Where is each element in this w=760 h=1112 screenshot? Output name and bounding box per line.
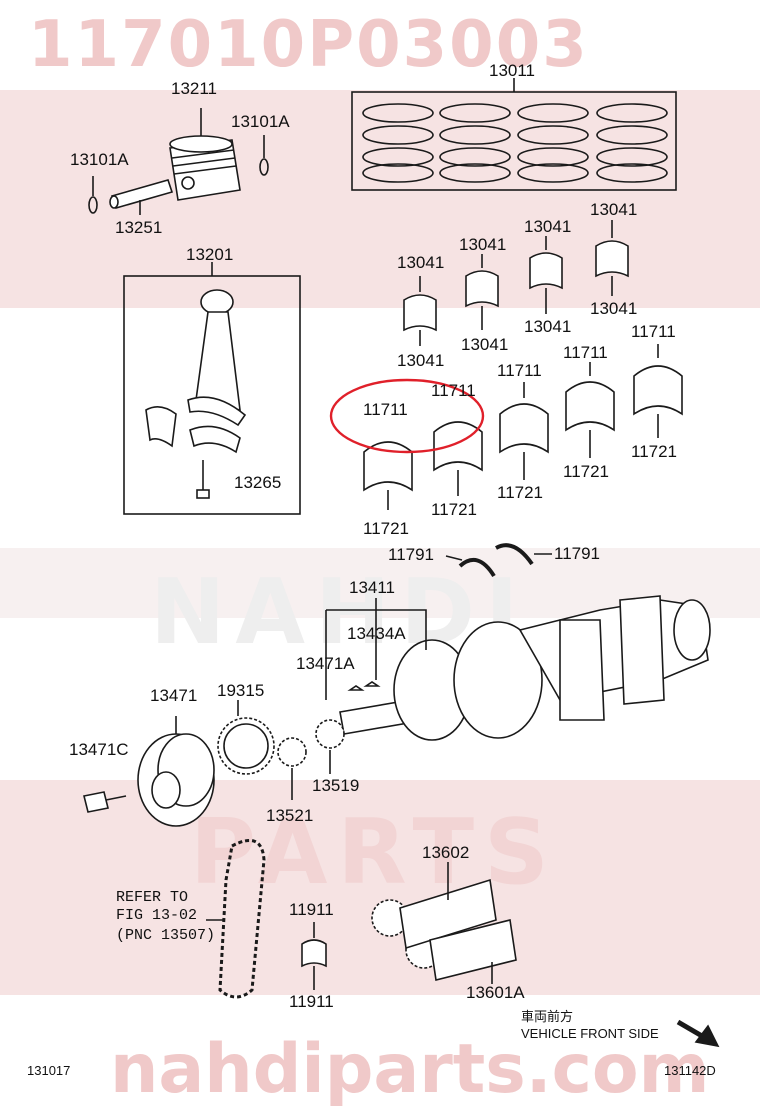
balance-shaft-bearing-drawing <box>301 922 327 990</box>
refer-note-line1: REFER TO <box>116 889 189 906</box>
diagram-code-right: 131142D <box>664 1063 716 1078</box>
label-11711-d[interactable]: 11711 <box>431 381 476 400</box>
refer-note-line3: (PNC 13507) <box>116 927 216 944</box>
label-11721-b[interactable]: 11721 <box>563 462 610 481</box>
label-13521[interactable]: 13521 <box>266 806 314 825</box>
label-11721-a[interactable]: 11721 <box>631 442 678 461</box>
highlight-ellipse <box>329 378 485 454</box>
refer-note-line2[interactable]: FIG 13-02 <box>116 907 198 924</box>
label-11791-left[interactable]: 11791 <box>388 545 435 564</box>
label-13211[interactable]: 13211 <box>171 79 218 98</box>
watermark-band-bottom <box>0 780 760 995</box>
connecting-rod-drawing <box>145 289 247 499</box>
label-13041-c[interactable]: 13041 <box>459 235 507 254</box>
label-13519[interactable]: 13519 <box>312 776 360 795</box>
label-13041-g[interactable]: 13041 <box>461 335 509 354</box>
label-13471A[interactable]: 13471A <box>296 654 355 673</box>
label-11721-d[interactable]: 11721 <box>431 500 478 519</box>
crankshaft-drawing <box>339 595 711 741</box>
label-11721-c[interactable]: 11721 <box>497 483 544 502</box>
snap-rings-drawing <box>88 135 269 214</box>
main-bearings-drawing <box>363 344 683 510</box>
piston-rings-drawing <box>362 103 668 183</box>
label-11711-c[interactable]: 11711 <box>497 361 542 380</box>
piston-drawing <box>169 108 241 201</box>
label-11721-e[interactable]: 11721 <box>363 519 410 538</box>
label-11911-bottom[interactable]: 11911 <box>289 992 334 1011</box>
label-13471[interactable]: 13471 <box>150 686 198 705</box>
label-13601A[interactable]: 13601A <box>466 983 525 1002</box>
label-13041-a[interactable]: 13041 <box>590 200 638 219</box>
direction-label-jp: 車両前方 <box>521 1009 574 1024</box>
watermark-site: nahdiparts.com <box>110 1030 710 1109</box>
label-13041-b[interactable]: 13041 <box>524 217 572 236</box>
pulley-bolt-drawing <box>83 791 127 813</box>
label-13434A[interactable]: 13434A <box>347 624 406 643</box>
label-11911-top[interactable]: 11911 <box>289 900 334 919</box>
diagram-code-left: 131017 <box>27 1063 71 1078</box>
balance-shaft-drawing <box>371 862 517 984</box>
label-13041-h[interactable]: 13041 <box>397 351 445 370</box>
label-11711-e[interactable]: 11711 <box>363 400 408 419</box>
timing-chain-drawing <box>218 838 266 999</box>
label-11791-right[interactable]: 11791 <box>554 544 601 563</box>
label-13602[interactable]: 13602 <box>422 843 470 862</box>
timing-gear-drawing <box>217 700 345 800</box>
label-13265[interactable]: 13265 <box>234 473 282 492</box>
vehicle-front-arrow-icon <box>676 1019 720 1048</box>
thrust-washers-drawing <box>445 543 552 578</box>
piston-pin-drawing <box>109 179 174 215</box>
label-13251[interactable]: 13251 <box>115 218 163 237</box>
label-19315[interactable]: 19315 <box>217 681 265 700</box>
label-13411[interactable]: 13411 <box>349 578 396 597</box>
label-13101A-right[interactable]: 13101A <box>231 112 290 131</box>
label-13011[interactable]: 13011 <box>489 61 536 80</box>
direction-label-en: VEHICLE FRONT SIDE <box>521 1026 659 1041</box>
label-13041-f[interactable]: 13041 <box>524 317 572 336</box>
label-13471C[interactable]: 13471C <box>69 740 129 759</box>
crank-pulley-drawing <box>137 716 215 827</box>
label-13041-d[interactable]: 13041 <box>397 253 445 272</box>
rod-bearings-drawing <box>403 220 629 346</box>
label-11711-b[interactable]: 11711 <box>563 343 608 362</box>
watermark-latin-1: NAHDI <box>150 560 529 665</box>
label-13101A-left[interactable]: 13101A <box>70 150 129 169</box>
label-11711-a[interactable]: 11711 <box>631 322 676 341</box>
label-13041-e[interactable]: 13041 <box>590 299 638 318</box>
label-13201[interactable]: 13201 <box>186 245 234 264</box>
watermark-part-number: 117010P03003 <box>28 8 589 82</box>
ring-set-box <box>351 91 677 191</box>
